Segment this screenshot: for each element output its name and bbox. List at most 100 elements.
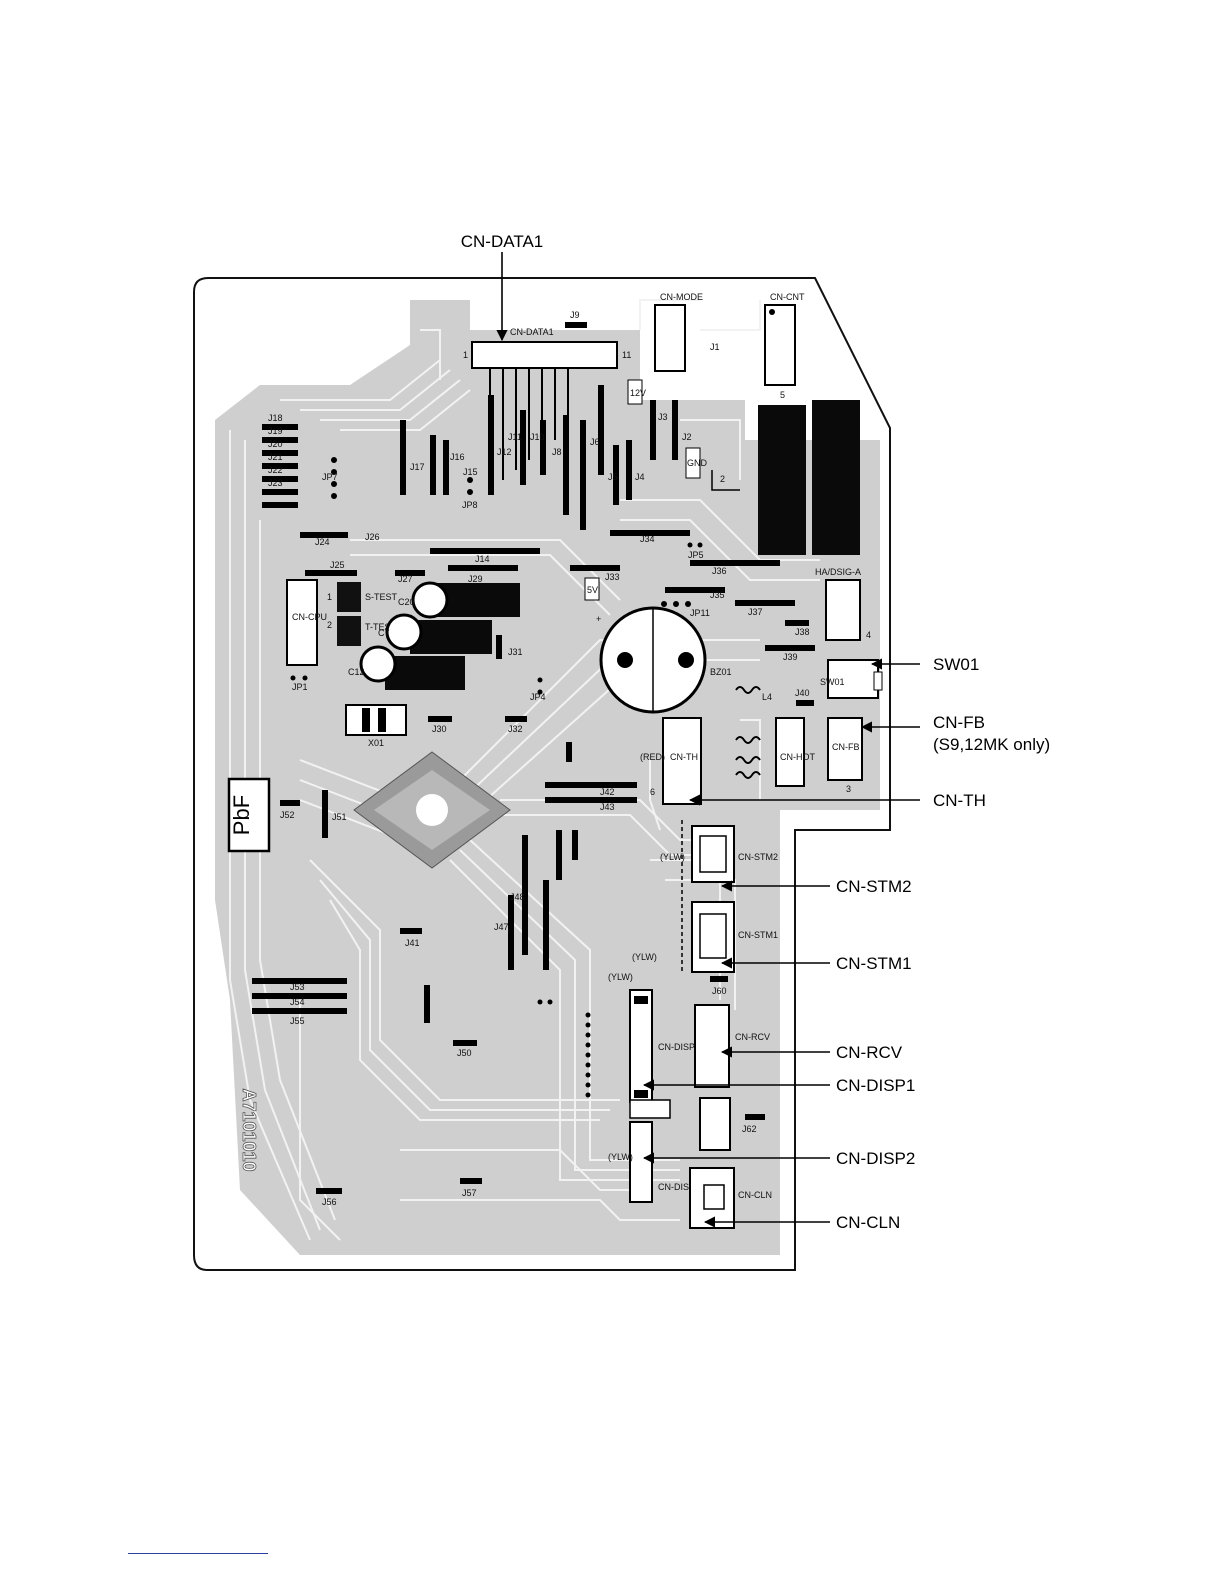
silk-cn-mode: CN-MODE: [660, 292, 703, 302]
jumper-j51: [322, 790, 328, 838]
silk-cn-hot: CN-HOT: [780, 752, 815, 762]
heatsink-right: [812, 400, 860, 555]
silk-ylw2: (YLW): [632, 952, 657, 962]
silk-bz01: BZ01: [710, 667, 732, 677]
silk-j40: J40: [795, 688, 810, 698]
jumper-j32: [505, 716, 527, 722]
capacitor-c12-body: [385, 656, 465, 690]
silk-j20: J20: [268, 439, 283, 449]
cn-th-connector: [662, 717, 702, 805]
silk-cn-th: CN-TH: [670, 752, 698, 762]
silk-cn-cln: CN-CLN: [738, 1190, 772, 1200]
cn-fb-connector: [827, 717, 863, 781]
silk-cn-rcv: CN-RCV: [735, 1032, 770, 1042]
silk-j52: J52: [280, 810, 295, 820]
jumper-j57: [460, 1178, 482, 1184]
silk-pin6: 6: [650, 787, 655, 797]
footer-rule: [128, 1553, 268, 1554]
silk-j8: J8: [552, 447, 562, 457]
silk-12v: 12V: [630, 388, 646, 398]
silk-jp8: JP8: [462, 500, 478, 510]
silk-jp5: JP5: [688, 550, 704, 560]
t-test-pad: [337, 616, 361, 646]
silk-j22: J22: [268, 465, 283, 475]
silk-j48: J48: [510, 892, 525, 902]
silk-hadsig: HA/DSIG-A: [815, 567, 861, 577]
vertical-jumpers-top: [400, 385, 678, 530]
silk-cn-stm1: CN-STM1: [738, 930, 778, 940]
jumper-j43: [545, 797, 637, 803]
silk-j17: J17: [410, 462, 425, 472]
pbf-box: [227, 777, 271, 853]
silk-jp4: JP4: [530, 692, 546, 702]
jp9-pads: [537, 999, 591, 1098]
silk-cn-disp1: CN-DISP1: [658, 1042, 700, 1052]
capacitor-c20: [411, 581, 449, 619]
jumper-j60: [710, 976, 728, 982]
silk-j16: J16: [450, 452, 465, 462]
silk-cn-cpu: CN-CPU: [292, 612, 327, 622]
silk-j10: J10: [530, 432, 545, 442]
callout-cn-data1: CN-DATA1: [461, 232, 544, 251]
callout-lines: [496, 252, 920, 1228]
silk-j56: J56: [322, 1197, 337, 1207]
silk-x01: X01: [368, 738, 384, 748]
silk-j21: J21: [268, 452, 283, 462]
silk-j57: J57: [462, 1188, 477, 1198]
sw01-switch: [827, 659, 879, 699]
silk-j14: J14: [475, 554, 490, 564]
silk-pin11: 11: [622, 350, 631, 360]
vertical-jumpers-lower: [508, 830, 578, 970]
silk-pin1a: 1: [463, 350, 468, 360]
silk-j43: J43: [600, 802, 615, 812]
callout-cn-disp2: CN-DISP2: [836, 1149, 915, 1168]
silk-j24: J24: [315, 537, 330, 547]
silk-j47: J47: [494, 922, 509, 932]
capacitor-c7: [385, 613, 423, 651]
silk-j11: J11: [508, 432, 522, 442]
silk-jp11: JP11: [690, 608, 710, 618]
silk-j51: J51: [332, 812, 347, 822]
silk-j53: J53: [290, 982, 305, 992]
silk-cn-disp2: CN-DISP2: [658, 1182, 700, 1192]
silk-bracket: [711, 470, 740, 491]
silk-j2: J2: [682, 432, 692, 442]
silk-j23: J23: [268, 478, 283, 488]
silk-sw01: SW01: [820, 677, 845, 687]
cn-cnt-pin1: [769, 309, 775, 315]
cn-cnt-connector: [764, 304, 796, 386]
jp4-pads: [537, 677, 543, 695]
silk-j4: J4: [635, 472, 645, 482]
silk-j27: J27: [398, 574, 413, 584]
silk-j19: J19: [268, 426, 283, 436]
crystal-x01: [345, 704, 407, 736]
silk-j29: J29: [468, 574, 483, 584]
silk-red: (RED): [640, 752, 665, 762]
silk-jp1: JP1: [292, 682, 308, 692]
jumper-j40: [796, 700, 814, 706]
cn-cln-connector: [689, 1167, 735, 1229]
silk-c7: C7: [378, 628, 390, 638]
silk-j31: J31: [508, 647, 523, 657]
callout-cn-rcv: CN-RCV: [836, 1043, 903, 1062]
s-test-pad: [337, 582, 361, 612]
cn-stm2-connector: [691, 825, 735, 883]
silk-s-test: S-TEST: [365, 592, 398, 602]
box-gnd: [685, 447, 701, 479]
silk-j41: J41: [405, 938, 420, 948]
jp11-pads: [661, 601, 691, 607]
cn-rcv-connector: [694, 1004, 730, 1088]
cn-stm1-connector: [691, 901, 735, 973]
component-rcv2: [699, 1097, 731, 1151]
callout-cn-stm1: CN-STM1: [836, 954, 912, 973]
jumpers-j18-j23: [262, 424, 298, 508]
silk-pin2: 2: [720, 474, 725, 484]
jumper-j31: [496, 635, 502, 659]
silk-j1: J1: [710, 342, 720, 352]
silk-j50: J50: [457, 1048, 472, 1058]
jumper-j9: [565, 322, 587, 328]
silk-j62: J62: [742, 1124, 757, 1134]
silk-ylw4: (YLW): [608, 1152, 633, 1162]
hadsig-connector: [825, 579, 861, 641]
